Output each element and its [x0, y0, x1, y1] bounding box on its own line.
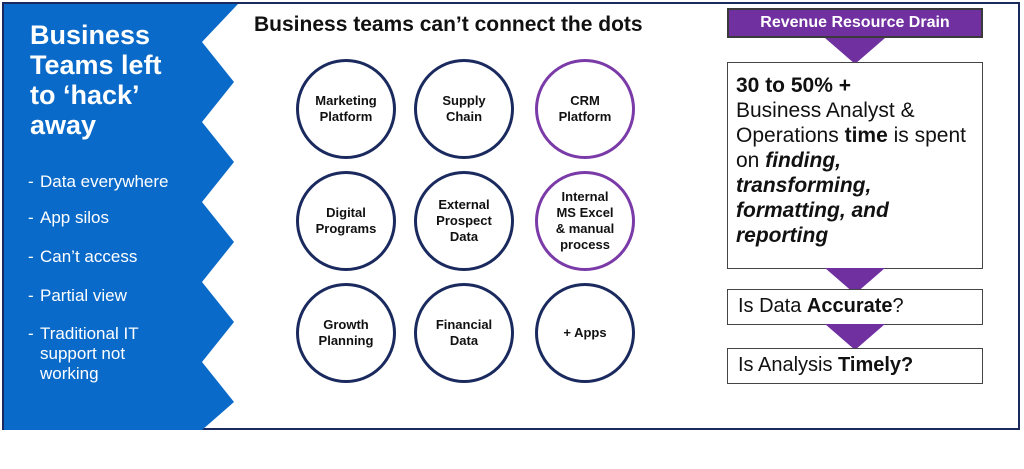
- circle-label: Financial Data: [435, 317, 493, 348]
- left-panel-background: [4, 4, 238, 430]
- circle-label: Marketing Platform: [315, 93, 377, 124]
- accuracy-question-box: Is Data Accurate?: [727, 289, 983, 325]
- main-text: Business Analyst & Operations: [736, 99, 915, 147]
- circle-apps: + Apps: [535, 283, 635, 383]
- circle-marketing-platform: Marketing Platform: [296, 59, 396, 159]
- list-item: -App silos: [28, 208, 109, 228]
- time-text: time: [844, 124, 888, 147]
- circle-label: Digital Programs: [315, 205, 377, 236]
- list-item-text: App silos: [40, 208, 109, 227]
- circle-growth-planning: Growth Planning: [296, 283, 396, 383]
- circle-crm-platform: CRM Platform: [535, 59, 635, 159]
- circle-label: Supply Chain: [442, 93, 486, 124]
- left-panel-title: Business Teams left to ‘hack’ away: [30, 20, 210, 140]
- circle-supply-chain: Supply Chain: [414, 59, 514, 159]
- middle-title: Business teams can’t connect the dots: [254, 13, 643, 36]
- q1-bold: Accurate: [806, 295, 893, 317]
- list-item: -Partial view: [28, 286, 127, 306]
- circle-label: Internal MS Excel & manual process: [555, 189, 615, 252]
- circle-internal-ms-excel: Internal MS Excel & manual process: [535, 171, 635, 271]
- main-text-2: is spent on: [736, 124, 966, 172]
- down-arrow-icon: [825, 324, 885, 350]
- circle-label: External Prospect Data: [436, 197, 492, 244]
- left-title-line: Teams left: [30, 50, 162, 80]
- q2-bold: Timely?: [838, 354, 914, 376]
- left-title-line: to ‘hack’: [30, 80, 140, 110]
- circle-label: Growth Planning: [318, 317, 374, 348]
- percent-text: 30 to 50% +: [736, 74, 851, 97]
- timeliness-question-box: Is Analysis Timely?: [727, 348, 983, 384]
- list-item: -Data everywhere: [28, 172, 169, 192]
- bullet-dash: -: [28, 172, 34, 191]
- circle-label: CRM Platform: [558, 93, 612, 124]
- list-item-text: Traditional IT support not working: [40, 324, 139, 383]
- bullet-dash: -: [28, 208, 34, 227]
- bullet-dash: -: [28, 247, 34, 266]
- resource-drain-box: 30 to 50% + Business Analyst & Operation…: [727, 62, 983, 269]
- list-item-text: Can’t access: [40, 247, 138, 266]
- left-title-line: Business: [30, 20, 151, 50]
- left-title-line: away: [30, 110, 97, 140]
- down-arrow-icon: [825, 38, 885, 64]
- activities-text: finding, transforming, formatting, and r…: [736, 149, 889, 247]
- circle-financial-data: Financial Data: [414, 283, 514, 383]
- circle-external-prospect-data: External Prospect Data: [414, 171, 514, 271]
- bullet-dash: -: [28, 286, 34, 305]
- circle-label: + Apps: [563, 325, 607, 340]
- list-item-text: Partial view: [40, 286, 127, 305]
- list-item-text: Data everywhere: [40, 172, 169, 191]
- list-item: -Can’t access: [28, 247, 137, 267]
- q1-end: ?: [892, 295, 904, 317]
- q2-plain: Is Analysis: [738, 354, 833, 376]
- circle-digital-programs: Digital Programs: [296, 171, 396, 271]
- list-item: -Traditional IT support not working: [28, 324, 153, 384]
- revenue-drain-banner: Revenue Resource Drain: [727, 8, 983, 38]
- bullet-dash: -: [28, 324, 34, 343]
- q1-plain: Is Data: [738, 295, 802, 317]
